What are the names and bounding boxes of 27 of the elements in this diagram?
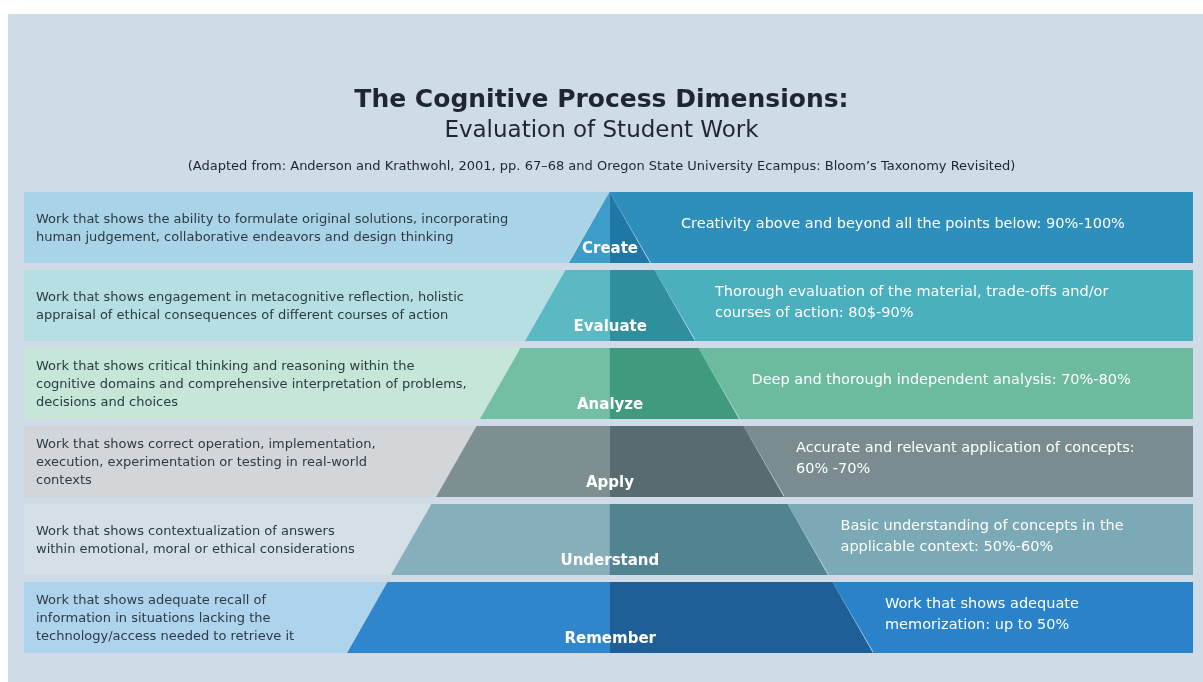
- criteria-text: Work that shows adequate memorization: up to 50%: [885, 593, 1080, 634]
- subtitle: Evaluation of Student Work: [443, 116, 760, 142]
- level-label: Evaluate: [573, 317, 647, 335]
- criteria-text: Deep and thorough independent analysis: 70%-80%: [751, 370, 1132, 389]
- criteria-text: Thorough evaluation of the material, trade-offs and/or courses of action: 80$-90%: [715, 281, 1110, 322]
- pyramid-layer: [569, 192, 651, 263]
- level-label: Create: [582, 239, 639, 257]
- description-text: Work that shows contextualization of answers within emotional, moral or ethical considerations: [36, 521, 356, 558]
- pyramid-layer: [391, 504, 829, 575]
- criteria-text: Creativity above and beyond all the points below: 90%-100%: [681, 214, 1126, 233]
- description-text: Work that shows the ability to formulate original solutions, incorporating human judgement, collaborative endeavors and design thinking: [36, 209, 510, 246]
- source-note: (Adapted from: Anderson and Krathwohl, 2001, pp. 67–68 and Oregon State University Ecampus: Bloom’s Taxonomy Revisited): [186, 158, 1017, 173]
- title: The Cognitive Process Dimensions:: [353, 84, 850, 113]
- pyramid-layer: [480, 348, 740, 419]
- level-label: Understand: [560, 551, 660, 569]
- description-text: Work that shows engagement in metacognitive reflection, holistic appraisal of ethical consequences of different courses of action: [36, 287, 465, 324]
- criteria-text: Basic understanding of concepts in the applicable context: 50%-60%: [840, 515, 1125, 556]
- description-text: Work that shows correct operation, implementation, execution, experimentation or testing in real-world contexts: [36, 434, 377, 489]
- level-label: Apply: [586, 473, 634, 491]
- description-text: Work that shows critical thinking and reasoning within the cognitive domains and comprehensive interpretation of problems, decisions and choices: [36, 356, 468, 411]
- level-label: Analyze: [577, 395, 644, 413]
- criteria-text: Accurate and relevant application of concepts: 60% -70%: [796, 437, 1136, 478]
- description-text: Work that shows adequate recall of information in situations lacking the technology/access needed to retrieve it: [36, 590, 296, 645]
- pyramid-layer: [347, 582, 873, 653]
- level-label: Remember: [564, 629, 656, 647]
- pyramid-layer: [436, 426, 784, 497]
- pyramid-layer: [525, 270, 695, 341]
